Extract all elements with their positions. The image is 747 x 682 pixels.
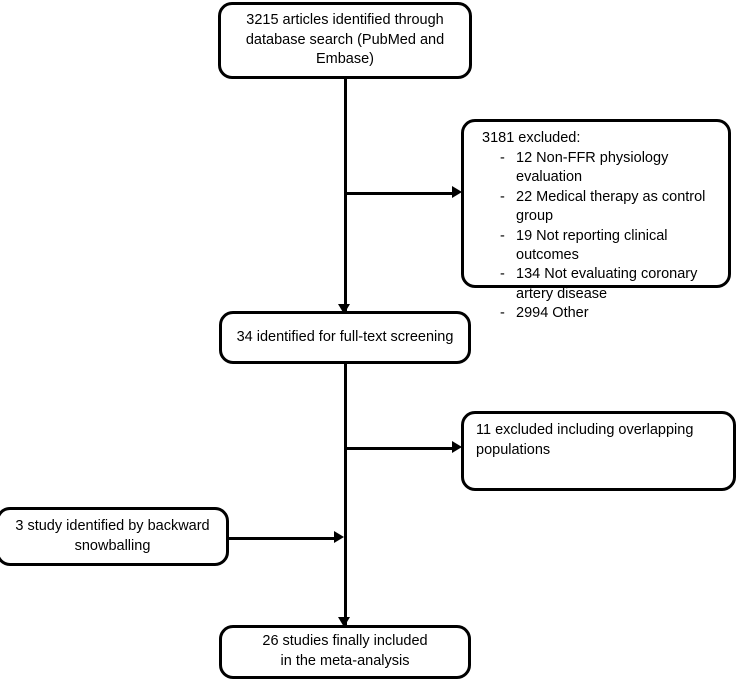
list-item: - 134 Not evaluating coronary artery dis…: [500, 265, 718, 304]
list-item-label: 19 Not reporting clinical outcomes: [516, 227, 668, 263]
connector-trunk-to-excluded-1: [344, 192, 454, 195]
node-articles-identified: 3215 articles identified through databas…: [218, 2, 472, 79]
node-studies-included: 26 studies finally included in the meta-…: [219, 625, 471, 679]
list-item: - 22 Medical therapy as control group: [500, 188, 718, 227]
node-studies-included-label: 26 studies finally included in the meta-…: [262, 633, 428, 669]
connector-identified-to-fulltext: [344, 78, 347, 316]
list-item: - 12 Non-FFR physiology evaluation: [500, 149, 718, 188]
node-excluded-overlapping: 11 excluded including overlapping popula…: [461, 411, 736, 491]
node-excluded-overlapping-label: 11 excluded including overlapping popula…: [476, 422, 694, 458]
connector-trunk-to-excluded-2: [344, 447, 454, 450]
arrow-right-icon-trunk: [334, 531, 344, 543]
list-item: - 2994 Other: [500, 304, 718, 323]
arrow-right-icon-excluded-2: [452, 441, 462, 453]
excluded-reasons-list: - 12 Non-FFR physiology evaluation - 22 …: [476, 149, 718, 324]
node-excluded-reasons-heading: 3181 excluded:: [482, 130, 581, 146]
list-item-label: 22 Medical therapy as control group: [516, 188, 706, 225]
node-fulltext-screening: 34 identified for full-text screening: [219, 311, 471, 364]
node-articles-identified-label: 3215 articles identified through databas…: [245, 12, 445, 68]
list-marker: -: [500, 227, 505, 244]
connector-snowballing-to-trunk: [228, 537, 338, 540]
list-item-label: 134 Not evaluating coronary artery disea…: [516, 266, 698, 302]
list-marker: -: [500, 188, 505, 205]
list-item: - 19 Not reporting clinical outcomes: [500, 227, 718, 266]
node-fulltext-screening-label: 34 identified for full-text screening: [236, 328, 454, 345]
arrow-down-icon-fulltext: [338, 304, 350, 314]
list-item-label: 12 Non-FFR physiology evaluation: [516, 149, 669, 186]
arrow-right-icon-excluded-1: [452, 186, 462, 198]
node-excluded-reasons: 3181 excluded: - 12 Non-FFR physiology e…: [461, 119, 731, 321]
node-backward-snowballing: 3 study identified by backward snowballi…: [0, 507, 229, 566]
list-marker: -: [500, 149, 505, 166]
list-item-label: 2994 Other: [516, 305, 589, 322]
list-marker: -: [500, 305, 505, 322]
node-backward-snowballing-label: 3 study identified by backward snowballi…: [15, 517, 210, 554]
connector-fulltext-to-included: [344, 363, 347, 630]
arrow-down-icon-included: [338, 617, 350, 627]
list-marker: -: [500, 266, 505, 283]
